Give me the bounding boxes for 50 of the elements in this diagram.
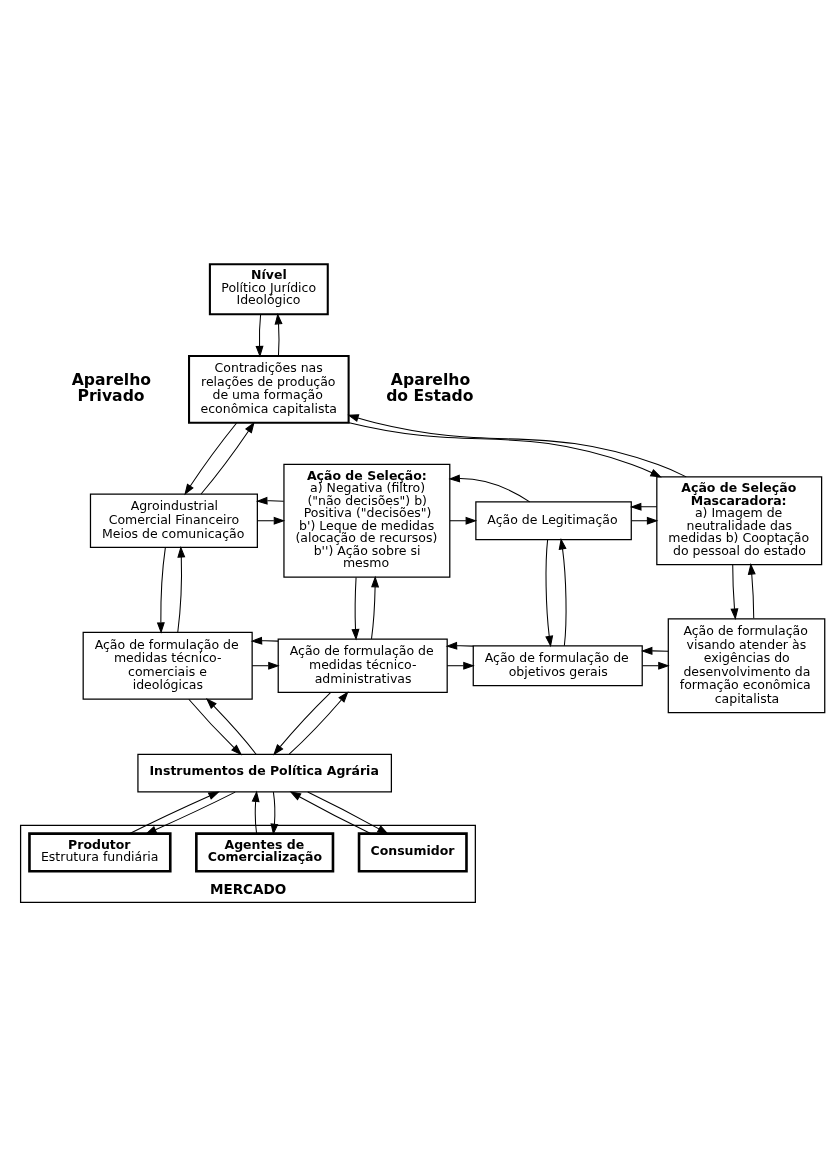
arrow (270, 791, 279, 836)
node-box: Contradições nas relações de produção de uma formação econômica capitalista (188, 354, 350, 424)
node-box: Ação de Seleção Mascaradora: a) Imagem de neutralidade das medidas b) Cooptação do pessoal do estado (656, 476, 823, 566)
arrow (205, 698, 257, 755)
arrow (274, 312, 283, 357)
arrow (307, 791, 389, 835)
arrow (629, 502, 658, 511)
node-box: Consumidor (357, 832, 468, 873)
arrow (200, 421, 255, 495)
node-box: Agentes de Comercialização (195, 832, 335, 873)
arrow (347, 414, 687, 478)
node-box: Agroindustrial Comercial Financeiro Meios de comunicação (89, 493, 258, 548)
arrow (730, 564, 739, 620)
arrow (129, 791, 220, 835)
arrow (145, 791, 236, 835)
arrow (747, 563, 756, 619)
arrow (371, 575, 380, 640)
arrow (545, 539, 554, 648)
arrow (273, 692, 332, 756)
arrow (251, 661, 280, 670)
arrow (177, 546, 186, 633)
node-box: Ação de formulação de medidas técnico-administrativas (277, 638, 448, 693)
node-box: Ação de formulação de medidas técnico-comerciais e ideológicas (82, 631, 253, 700)
arrow (289, 791, 372, 835)
arrow (255, 313, 264, 358)
node-box: Instrumentos de Política Agrária (137, 753, 392, 793)
node-box: Ação de Legitimação (475, 501, 632, 541)
arrow (448, 474, 531, 503)
node-box: Ação de Seleção: a) Negativa (filtro) ("não decisões") b) Positiva ("decisões") b') Leque de medidas (alocação de recursos) b'') Ação sobre si mesmo (283, 463, 451, 578)
arrow (188, 698, 243, 756)
arrow (250, 636, 279, 645)
node-box: Ação de formulação visando atender às exigências do desenvolvimento da formação econômica capitalista (667, 618, 826, 714)
node-box: Nível Político Jurídico Ideológico (208, 263, 329, 316)
arrow (631, 516, 659, 525)
arrow (288, 691, 349, 755)
node-box: Produtor Estrutura fundiária (28, 832, 172, 873)
arrow (251, 790, 260, 835)
arrow (184, 422, 238, 496)
arrow (445, 641, 474, 650)
arrow (558, 538, 567, 647)
arrow (257, 516, 286, 525)
arrow (351, 576, 360, 641)
arrow (640, 646, 669, 655)
arrow (256, 496, 285, 505)
node-box: Ação de formulação de objetivos gerais (472, 645, 643, 687)
arrow (446, 661, 475, 670)
arrow (156, 547, 166, 634)
label: Aparelho do Estado (386, 370, 474, 405)
label: Aparelho Privado (71, 370, 152, 405)
arrow (348, 422, 662, 478)
